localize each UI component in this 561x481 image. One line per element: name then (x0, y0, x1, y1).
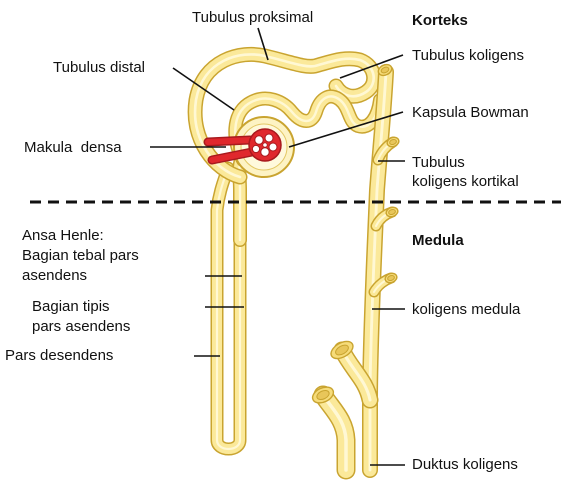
label-tubulus-proksimal: Tubulus proksimal (192, 9, 313, 26)
collecting-duct-main (370, 72, 386, 470)
label-bagian-tipis-line2: pars asendens (32, 318, 130, 335)
label-korteks: Korteks (412, 12, 468, 29)
label-duktus-koligens: Duktus koligens (412, 456, 518, 473)
label-ansa-henle-line2: Bagian tebal pars (22, 247, 139, 264)
label-pars-desendens: Pars desendens (5, 347, 113, 364)
label-tubulus-koligens: Tubulus koligens (412, 47, 524, 64)
nephron-tubules (195, 54, 393, 470)
label-medula: Medula (412, 232, 464, 249)
label-tubulus-koligens-kortikal-line2: koligens kortikal (412, 173, 519, 190)
label-ansa-henle-line1: Ansa Henle: (22, 227, 104, 244)
glomerulus (249, 129, 281, 161)
labels: Tubulus proksimal Korteks Tubulus distal… (5, 9, 529, 473)
label-koligens-medula: koligens medula (412, 301, 521, 318)
label-tubulus-distal: Tubulus distal (53, 59, 145, 76)
collecting-duct-branch-base (323, 395, 346, 470)
label-ansa-henle-line3: asendens (22, 267, 87, 284)
label-kapsula-bowman: Kapsula Bowman (412, 104, 529, 121)
label-tubulus-koligens-kortikal-line1: Tubulus (412, 154, 465, 171)
label-makula-densa: Makula densa (24, 139, 122, 156)
label-bagian-tipis-line1: Bagian tipis (32, 298, 110, 315)
